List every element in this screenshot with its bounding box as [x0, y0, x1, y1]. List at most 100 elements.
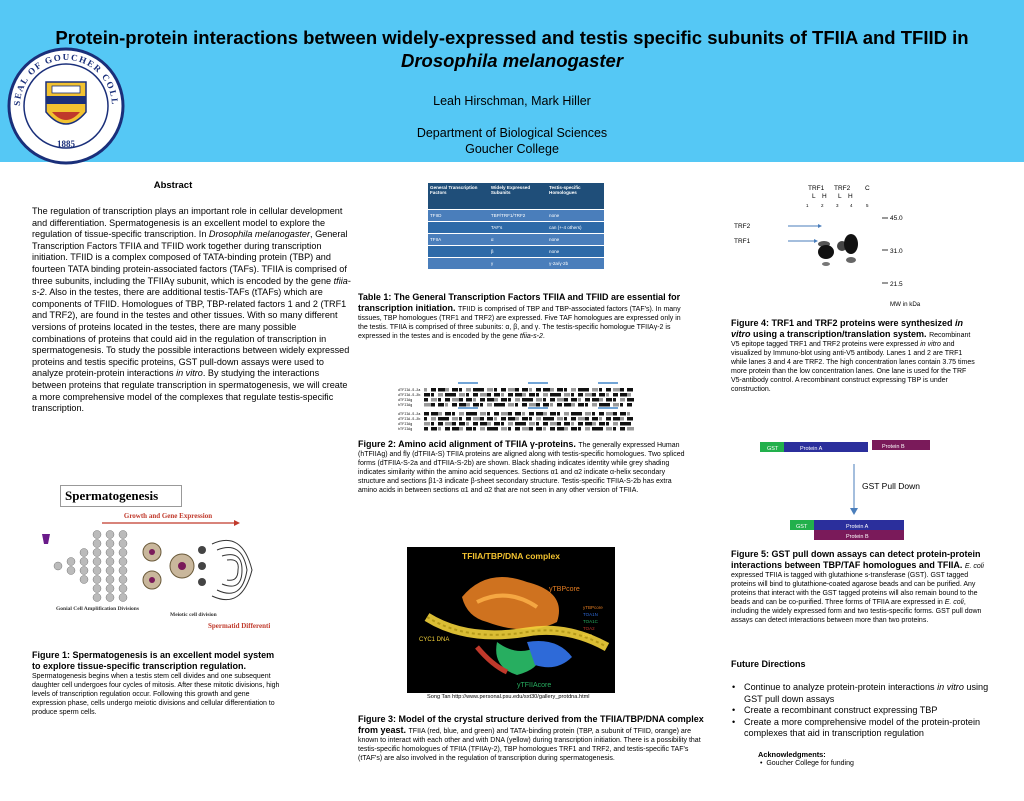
acknowledgments-text: Goucher College for funding [766, 760, 854, 767]
table1-cell: α [488, 232, 548, 245]
spermatogenesis-title: Spermatogenesis [65, 488, 159, 503]
alignment-row-label: dTFIIA-S-2a [398, 388, 420, 393]
marker-21: 21.5 [890, 281, 903, 288]
alignment-row-label: hTFIIAg [398, 403, 412, 408]
marker-31: 31.0 [890, 248, 903, 255]
alignment-row-label: dTFIIA-S-2b [398, 393, 420, 398]
band-label-trf2: TRF2 [734, 223, 751, 230]
lane-number: 5 [866, 203, 869, 208]
table1-header-0: General Transcription Factors [428, 183, 489, 209]
lane-sub-label: H [822, 193, 827, 200]
figure5-caption: Figure 5: GST pull down assays can detec… [731, 549, 984, 624]
acknowledgments-heading: Acknowledgments: [758, 750, 826, 759]
crystal-legend-item: DNA [583, 633, 593, 638]
future-directions-item: Create a recombinant construct expressin… [731, 705, 991, 717]
lane-header-c: C [865, 185, 870, 192]
future-directions-heading: Future Directions [731, 659, 806, 669]
crystal-label-tbp: yTBPcore [549, 586, 580, 593]
seal-year: 1885 [57, 139, 76, 149]
crystal-structure-image: TFIIA/TBP/DNA complex yTBPcore CYC1 DNA … [407, 547, 615, 693]
department: Department of Biological Sciences [416, 126, 608, 140]
alignment-row-label: dTFIIAg [398, 422, 412, 427]
college: Goucher College [465, 142, 559, 156]
table1-cell: none [547, 208, 604, 221]
table1-cell [428, 220, 489, 233]
goucher-seal-logo: 1885 SEAL OF GOUCHER COLLEGE [6, 46, 125, 165]
protein-a-label-bottom: Protein A [846, 524, 869, 530]
figure2-caption: Figure 2: Amino acid alignment of TFIIA … [358, 439, 685, 494]
table1-cell [428, 256, 489, 269]
crystal-legend-item: TOA1C [583, 619, 599, 624]
marker-45: 45.0 [890, 215, 903, 222]
table1-cell: TFIID [428, 208, 489, 221]
gst-pulldown-label: GST Pull Down [862, 481, 920, 491]
band-label-trf1: TRF1 [734, 238, 751, 245]
crystal-credit: Song Tan http://www.personal.psu.edu/sxt… [427, 694, 590, 700]
abstract-heading: Abstract [153, 180, 193, 191]
lane-sub-label: H [848, 193, 853, 200]
lane-number: 3 [836, 203, 839, 208]
alignment-row-label: dTFIIAg [398, 398, 412, 403]
crystal-legend-item: yTBPcore [583, 605, 603, 610]
growth-label: Growth and Gene Expression [124, 512, 212, 520]
table1-cell: TFIIA [428, 232, 489, 245]
gst-label-top: GST [767, 446, 779, 452]
table1-cell: γ-2a/γ-2b [547, 256, 604, 269]
protein-b-label-bottom: Protein B [846, 534, 869, 540]
table1-header-1: Widely Expressed Subunits [488, 183, 548, 209]
crystal-legend-item: TOA2 [583, 626, 595, 631]
table1-cell: can (+-4 others) [547, 220, 604, 233]
table1-cell: none [547, 244, 604, 257]
protein-a-box-bottom [814, 520, 904, 530]
gst-pulldown-diagram: GST Protein A Protein B GST Pull Down GS… [760, 440, 930, 540]
poster-title-line2: Drosophila melanogaster [400, 50, 624, 71]
future-directions-list: Continue to analyze protein-protein inte… [731, 682, 991, 740]
mw-label: MW in kDa [890, 301, 921, 308]
protein-a-box-top [784, 442, 868, 452]
crystal-label-tfiia: yTFIIAcore [517, 682, 551, 689]
protein-b-label-top: Protein B [882, 444, 905, 450]
future-directions-item: Create a more comprehensive model of the… [731, 717, 991, 740]
future-directions-item: Continue to analyze protein-protein inte… [731, 682, 991, 705]
figure1-caption: Figure 1: Spermatogenesis is an excellen… [32, 650, 280, 716]
gonial-label: Gonial Cell Amplification Divisions [56, 606, 139, 612]
gst-box-bottom [790, 520, 814, 530]
authors: Leah Hirschman, Mark Hiller [433, 94, 591, 108]
alignment-row-label: hTFIIAg [398, 427, 412, 432]
table1-cell: TAF's [488, 220, 548, 233]
spermatogenesis-title-box: Spermatogenesis [60, 485, 182, 507]
crystal-title: TFIIA/TBP/DNA complex [462, 551, 560, 561]
alignment-row-label: dTFIIA-S-2a [398, 412, 420, 417]
crystal-legend-item: TOA1N [583, 612, 598, 617]
table1-cell: γ [488, 256, 548, 269]
table1-caption: Table 1: The General Transcription Facto… [358, 292, 681, 340]
poster-header: 1885 SEAL OF GOUCHER COLLEGE Protein-pro… [0, 0, 1024, 165]
spermatid-label: Spermatid Differentiation [208, 622, 270, 630]
poster-title-line1: Protein-protein interactions between wid… [55, 27, 969, 48]
meiotic-label: Meiotic cell division [170, 612, 217, 618]
protein-b-box-top [872, 440, 930, 450]
table1-cell: TBP/TRF1/TRF2 [488, 208, 548, 221]
gst-box-top [760, 442, 784, 452]
spermatogenesis-diagram: Growth and Gene Expression Gonial Cell A… [42, 512, 270, 630]
crystal-label-dna: CYC1 DNA [419, 637, 449, 643]
lane-sub-label: L [812, 193, 816, 200]
protein-b-box-bottom [814, 530, 904, 540]
protein-a-label-top: Protein A [800, 446, 823, 452]
gst-label-bottom: GST [796, 524, 808, 530]
table1-cell [428, 244, 489, 257]
abstract-body: The regulation of transcription plays an… [32, 206, 351, 414]
alignment-row-label: dTFIIA-S-2b [398, 417, 420, 422]
lane-number: 4 [850, 203, 853, 208]
lane-number: 1 [806, 203, 809, 208]
table1-cell: none [547, 232, 604, 245]
sequence-alignment-image: dTFIIA-S-2adTFIIA-S-2bdTFIIAghTFIIAgdTFI… [398, 382, 634, 432]
